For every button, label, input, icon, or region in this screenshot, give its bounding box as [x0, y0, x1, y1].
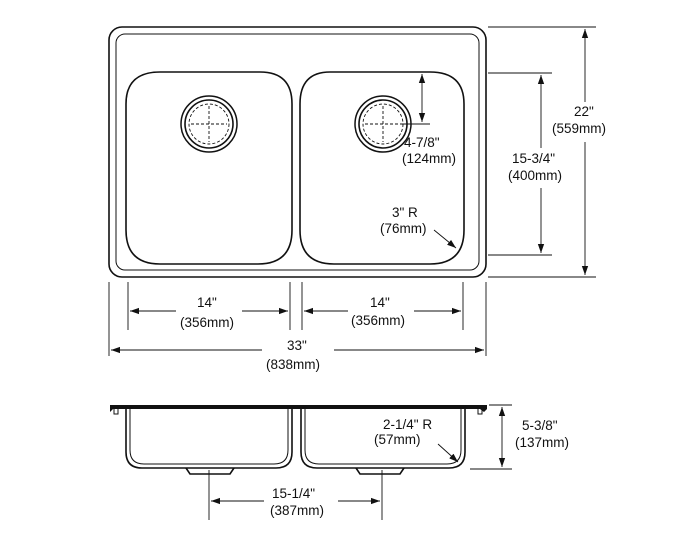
bowl-height-in-label: 5-3/8" [522, 418, 558, 433]
sink-rim-inner-outline [115, 33, 480, 271]
sink-rim-outline [108, 26, 487, 278]
left-bowl-width-in-label: 14" [197, 295, 217, 310]
corner-radius-leader [433, 229, 457, 249]
right-bowl-outline [299, 71, 465, 265]
left-bowl-width-mm-label: (356mm) [180, 315, 234, 330]
corner-radius-mm-label: (76mm) [380, 221, 427, 236]
side-right-drain [355, 467, 405, 475]
drain-offset-mm-label: (124mm) [402, 151, 456, 166]
drain-spacing-in-label: 15-1/4" [272, 486, 315, 501]
right-bowl-width-mm-label: (356mm) [351, 313, 405, 328]
bowl-height-mm-label: (137mm) [515, 435, 569, 450]
side-view: 2-1/4" R (57mm) 5-3/8" (137mm) 15-1/4" (… [110, 404, 569, 522]
left-bowl-outline [125, 71, 293, 265]
side-left-drain [185, 467, 235, 475]
overall-width-in-label: 33" [287, 338, 307, 353]
right-drain-icon [354, 95, 412, 153]
left-drain-icon [180, 95, 238, 153]
corner-radius-in-label: 3" R [392, 205, 418, 220]
top-view: 4-7/8" (124mm) 3" R (76mm) 15-3/4" (400m… [108, 26, 614, 374]
bottom-radius-mm-label: (57mm) [374, 432, 421, 447]
bottom-radius-in-label: 2-1/4" R [383, 417, 432, 432]
bowl-depth-mm-label: (400mm) [508, 168, 562, 183]
bowl-depth-in-label: 15-3/4" [512, 151, 555, 166]
overall-width-mm-label: (838mm) [266, 357, 320, 372]
right-bowl-width-in-label: 14" [370, 295, 390, 310]
drain-offset-in-label: 4-7/8" [404, 135, 440, 150]
side-right-bowl-profile [300, 409, 466, 469]
drain-spacing-mm-label: (387mm) [270, 503, 324, 518]
overall-depth-in-label: 22" [574, 104, 594, 119]
overall-depth-mm-label: (559mm) [552, 121, 606, 136]
side-left-bowl-profile [125, 409, 293, 469]
bottom-radius-leader [437, 443, 459, 463]
side-rim-flange [110, 405, 487, 412]
